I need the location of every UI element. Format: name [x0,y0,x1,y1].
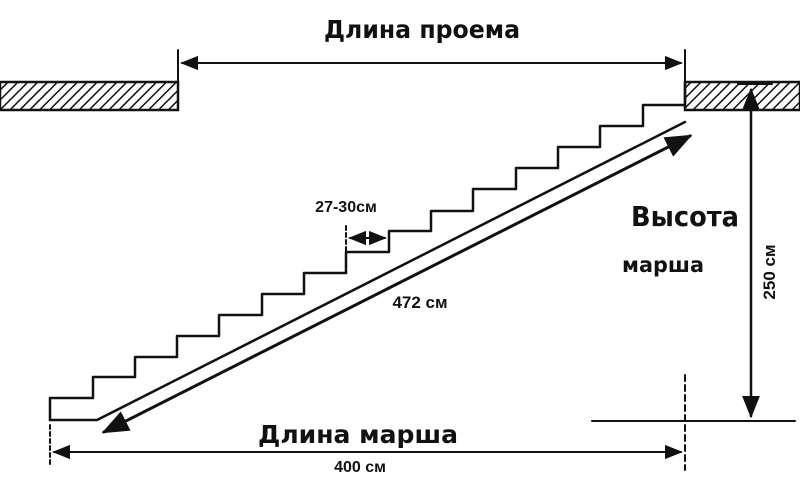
floor-slab-right [683,80,800,112]
opening-length-label: Длина проема [324,15,520,44]
flight-length-value-label: 400 см [334,459,386,476]
flight-height-label-line2: марша [622,253,704,277]
opening-length-dimension [177,49,686,85]
stringer-length-label: 472 см [392,293,447,312]
flight-length-dimension [49,374,686,471]
height-value-label: 250 см [760,244,779,299]
floor-slab-left [0,80,180,112]
flight-height-label-line1: Высота [631,200,739,233]
flight-length-label: Длина марша [258,420,458,449]
tread-width-label: 27-30см [315,199,377,216]
tread-width-dimension [345,225,387,253]
staircase-steps [48,82,687,422]
height-dimension [591,83,796,422]
stringer-length-arrow [101,134,693,434]
